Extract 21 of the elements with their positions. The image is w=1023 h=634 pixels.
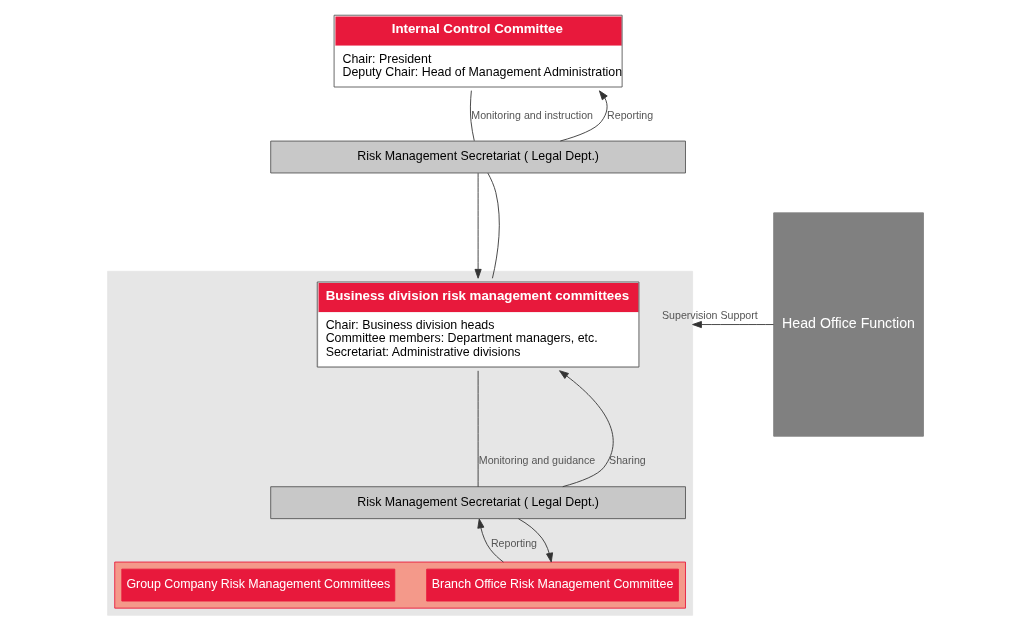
node-box: Head Office Function — [772, 212, 924, 437]
edge-label: Monitoring and instruction — [470, 108, 593, 121]
edge-label: Reporting — [606, 108, 653, 121]
arrow — [476, 518, 504, 563]
arrow — [691, 321, 774, 329]
cluster — [113, 561, 686, 609]
node-box: Branch Office Risk Management Committee — [425, 568, 679, 602]
arrow — [474, 172, 482, 279]
arrow — [558, 370, 614, 488]
edge-label: Sharing — [608, 454, 646, 467]
node-box: Risk Management Secretariat ( Legal Dept.) — [269, 486, 686, 520]
edge-label: Monitoring and guidance — [478, 454, 595, 467]
arrow — [517, 518, 553, 563]
edge-label: Reporting — [490, 536, 537, 549]
edge-label: Supervision Support — [661, 308, 758, 321]
connector — [477, 370, 479, 488]
connector — [486, 172, 500, 279]
connector — [469, 90, 475, 142]
node-box: Risk Management Secretariat ( Legal Dept.) — [269, 140, 686, 174]
arrow — [559, 90, 608, 142]
node-box: Group Company Risk Management Committees — [120, 568, 395, 602]
